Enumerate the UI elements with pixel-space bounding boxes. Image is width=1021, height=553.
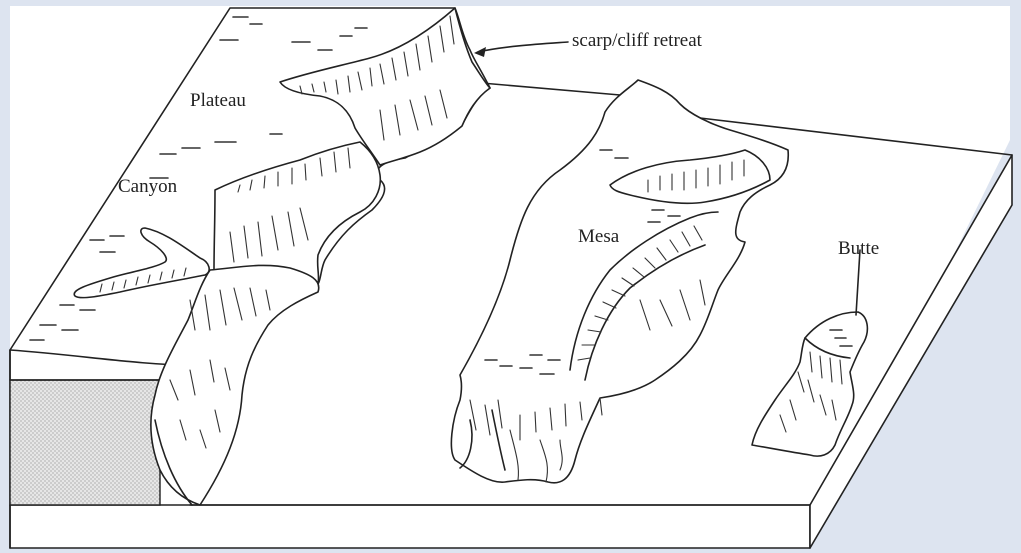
label-scarp: scarp/cliff retreat <box>572 30 703 51</box>
label-butte: Butte <box>838 238 879 259</box>
label-plateau: Plateau <box>190 90 246 111</box>
rock-stratum <box>10 380 160 505</box>
label-mesa: Mesa <box>578 226 620 247</box>
label-canyon: Canyon <box>118 176 178 197</box>
